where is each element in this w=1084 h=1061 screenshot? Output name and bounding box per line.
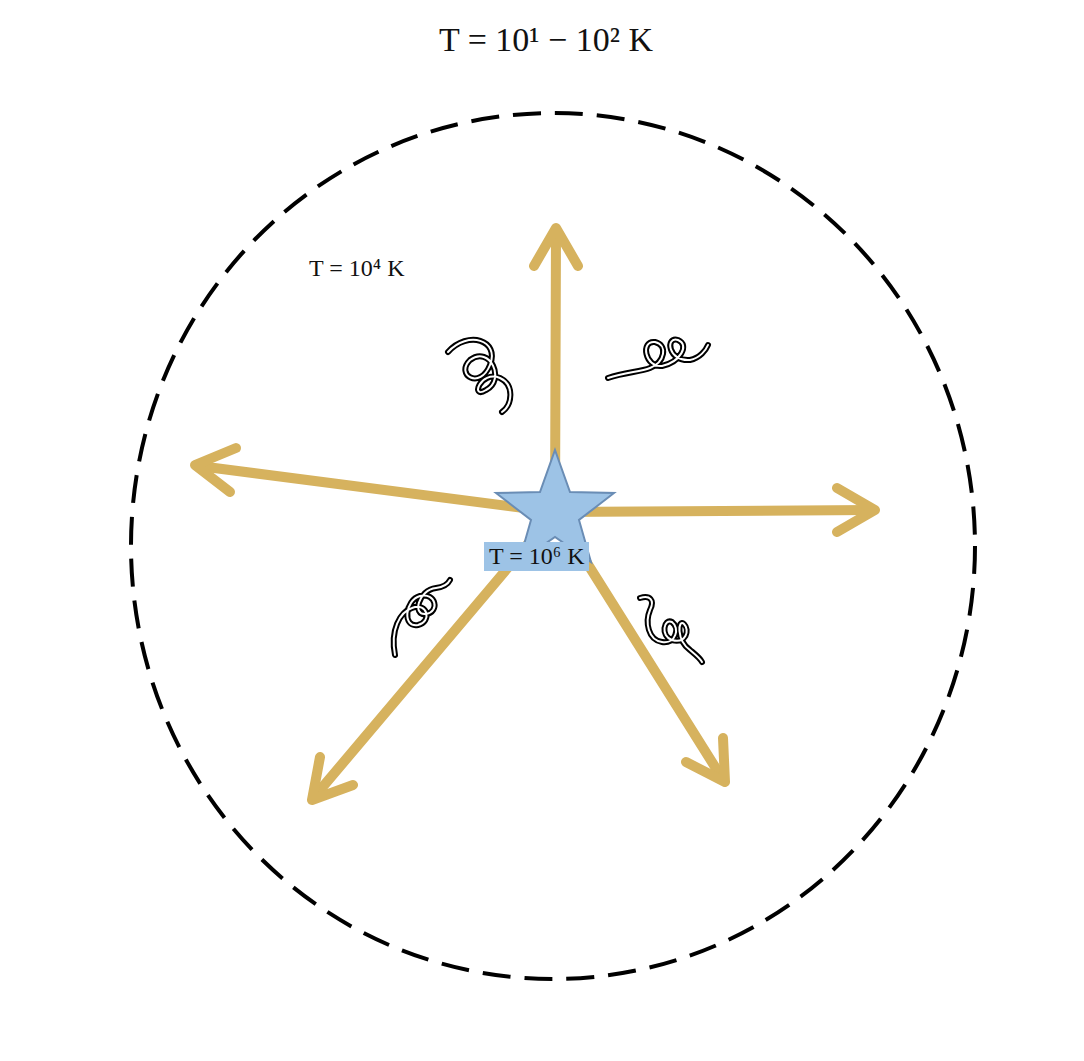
- temperature-label: T = 10⁴ K: [309, 254, 404, 283]
- hot-bubble-cloud: T = 10⁶ K: [305, 310, 820, 720]
- ionized-region-fill: [149, 133, 957, 959]
- wind-arrows: [195, 228, 875, 800]
- cold-outer-region: T = 10¹ − 10² K T = 10⁴ K T = 10⁶ K: [10, 8, 1082, 1058]
- label-holder: T = 10⁴ K: [309, 254, 404, 283]
- temperature-label: T = 10¹ − 10² K: [439, 20, 653, 61]
- cold-outer-region-outline: [10, 8, 1082, 1058]
- hot-bubble-cloud-outline: [305, 310, 820, 720]
- ionized-region: T = 10⁴ K T = 10⁶ K: [148, 132, 958, 960]
- label-holder: T = 10¹ − 10² K: [439, 20, 653, 61]
- label-holder: T = 10⁶ K: [484, 542, 589, 571]
- dashed-boundary: [131, 113, 975, 979]
- hot-bubble-cloud-fill: [294, 301, 818, 733]
- temperature-label: T = 10⁶ K: [484, 542, 589, 571]
- cold-outer-region-fill: [11, 9, 1081, 1057]
